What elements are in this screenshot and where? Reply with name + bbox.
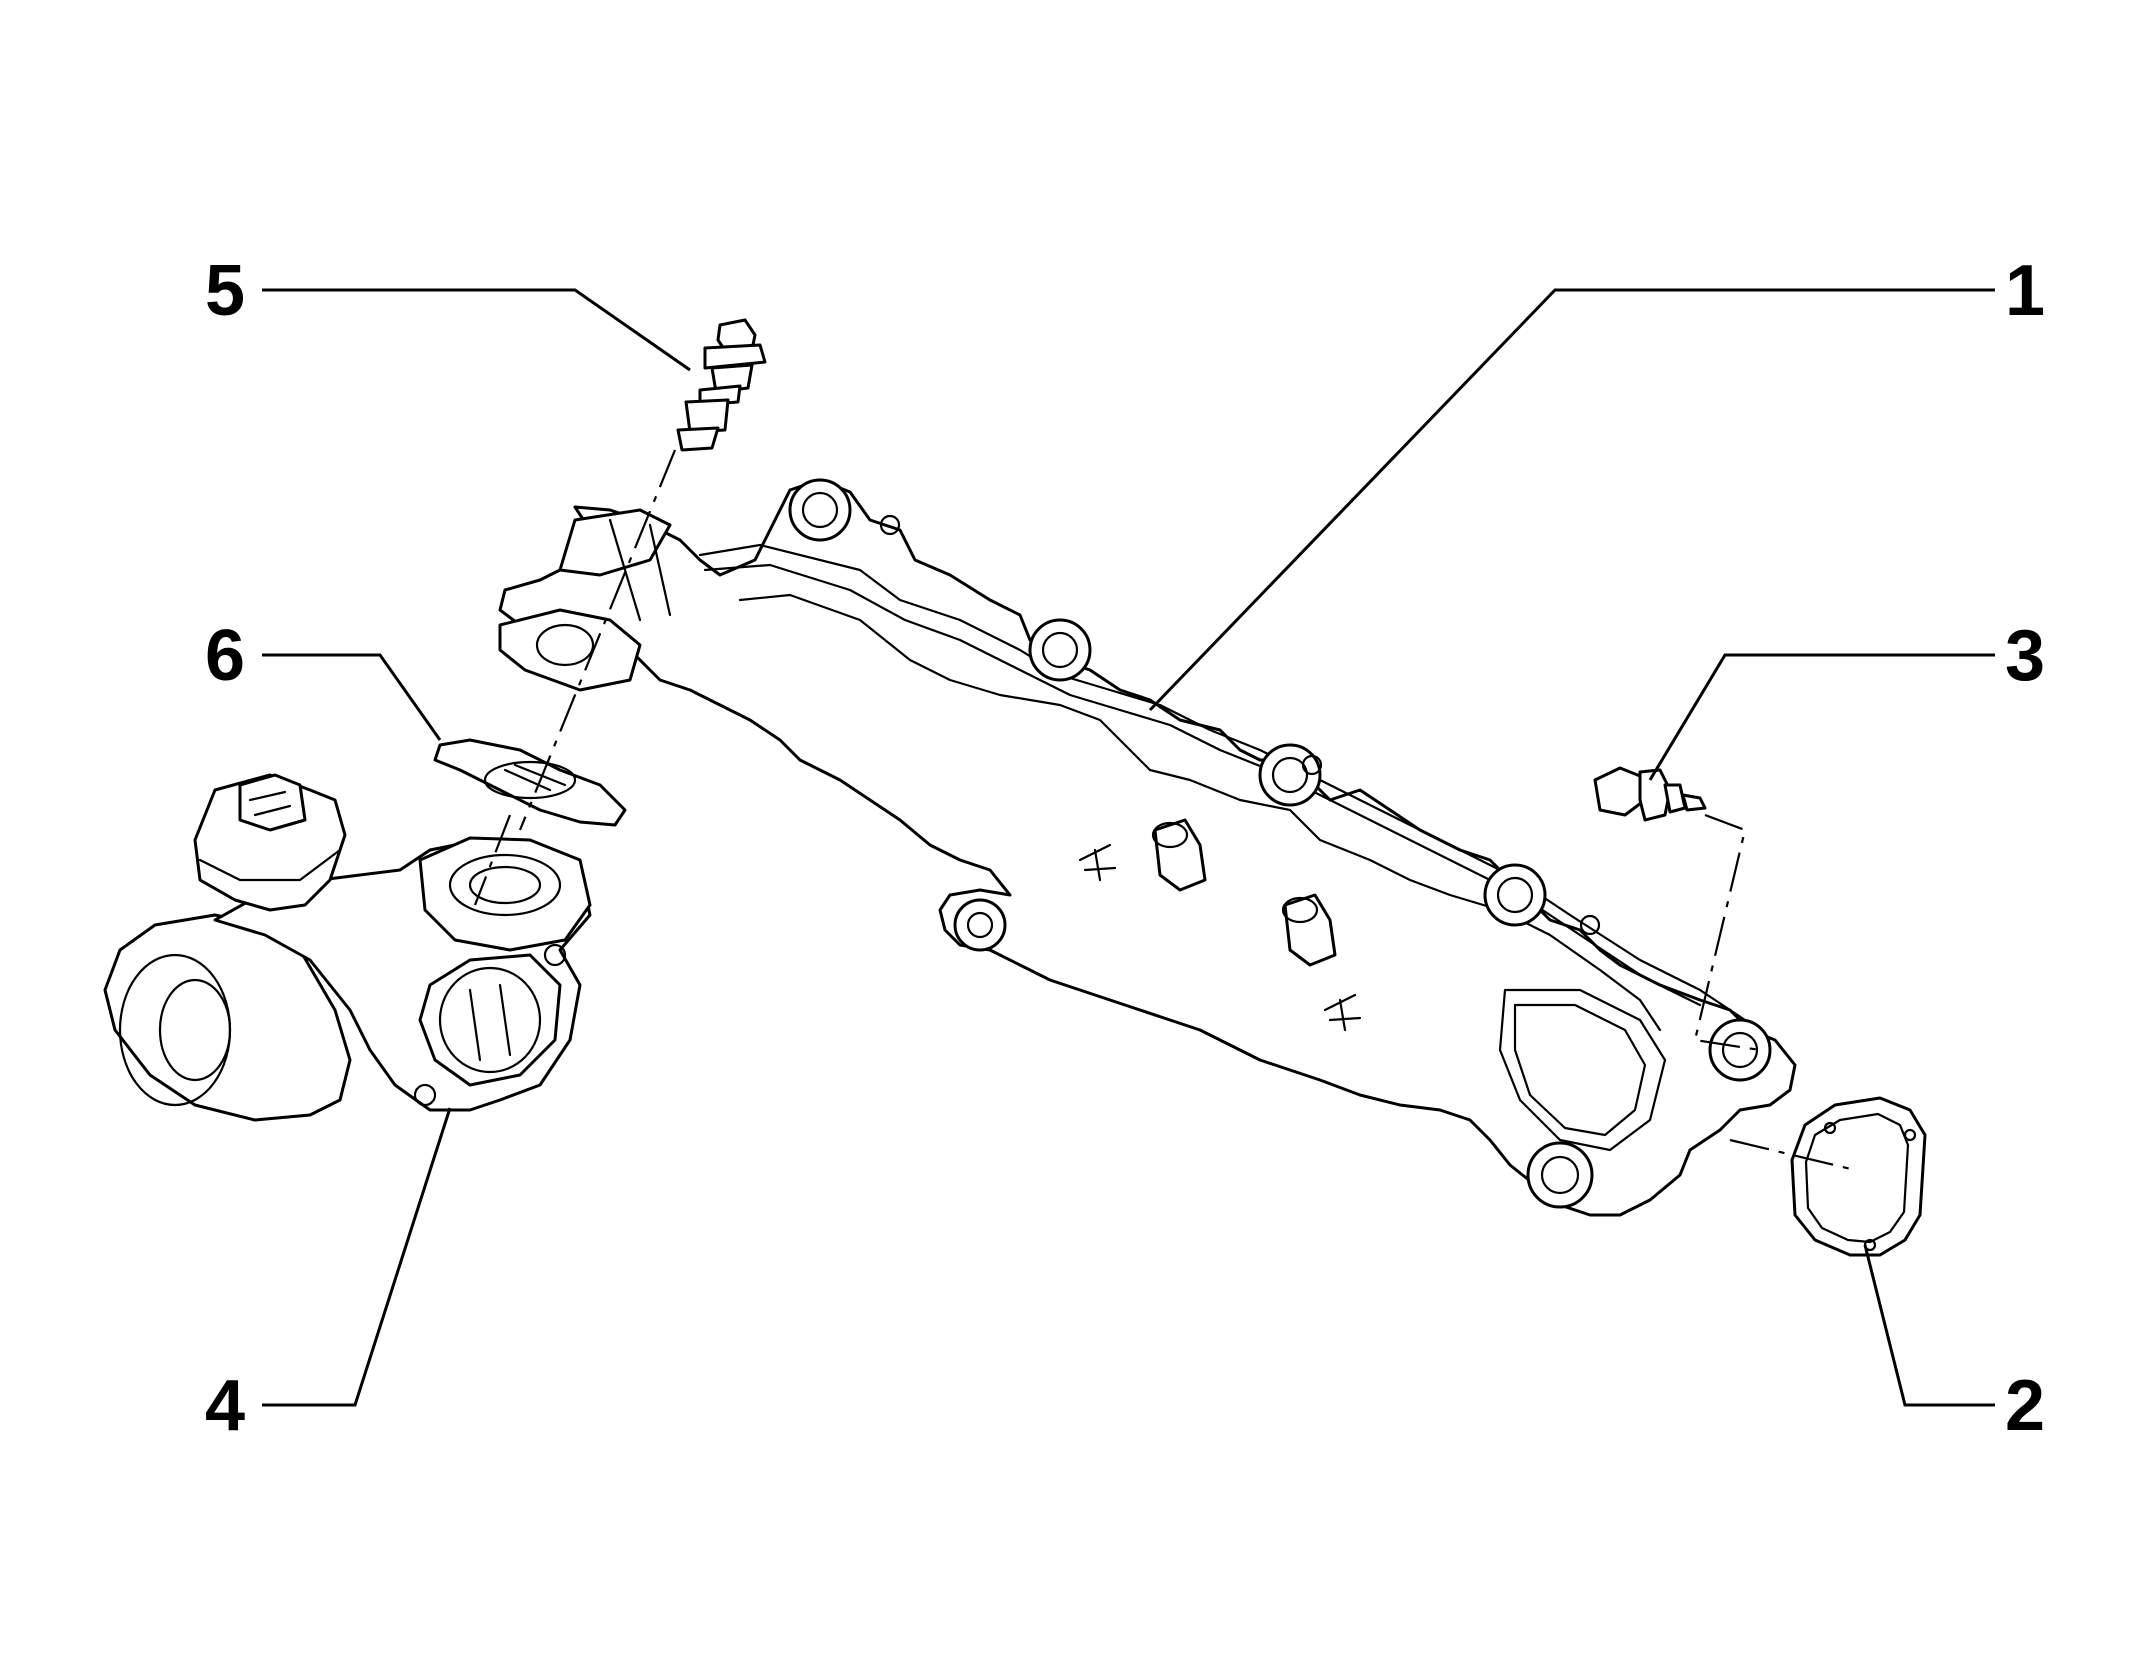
callout-5: 5: [205, 251, 245, 331]
callout-6: 6: [205, 616, 245, 696]
bolt-top[interactable]: [676, 318, 767, 452]
callout-1: 1: [2005, 251, 2045, 331]
callout-2: 2: [2005, 1366, 2045, 1446]
leader-1: [1148, 288, 1995, 712]
leader-5: [262, 288, 691, 372]
throttle-body[interactable]: [103, 773, 592, 1122]
sensor-right[interactable]: [1593, 766, 1707, 822]
leader-2: [1863, 1244, 1995, 1407]
leader-4: [262, 1107, 452, 1407]
intake-manifold[interactable]: [498, 478, 1797, 1217]
leader-6: [262, 653, 442, 741]
leader-3: [1648, 653, 1995, 781]
callout-3: 3: [2005, 616, 2045, 696]
gasket-flange[interactable]: [433, 738, 627, 827]
callout-numbers: 1 2 3 4 5 6: [205, 251, 2045, 1446]
leader-lines: [262, 288, 1995, 1407]
callout-4: 4: [205, 1366, 245, 1446]
gasket-outlet[interactable]: [1790, 1096, 1927, 1257]
assembly-axes: [473, 449, 1856, 1172]
